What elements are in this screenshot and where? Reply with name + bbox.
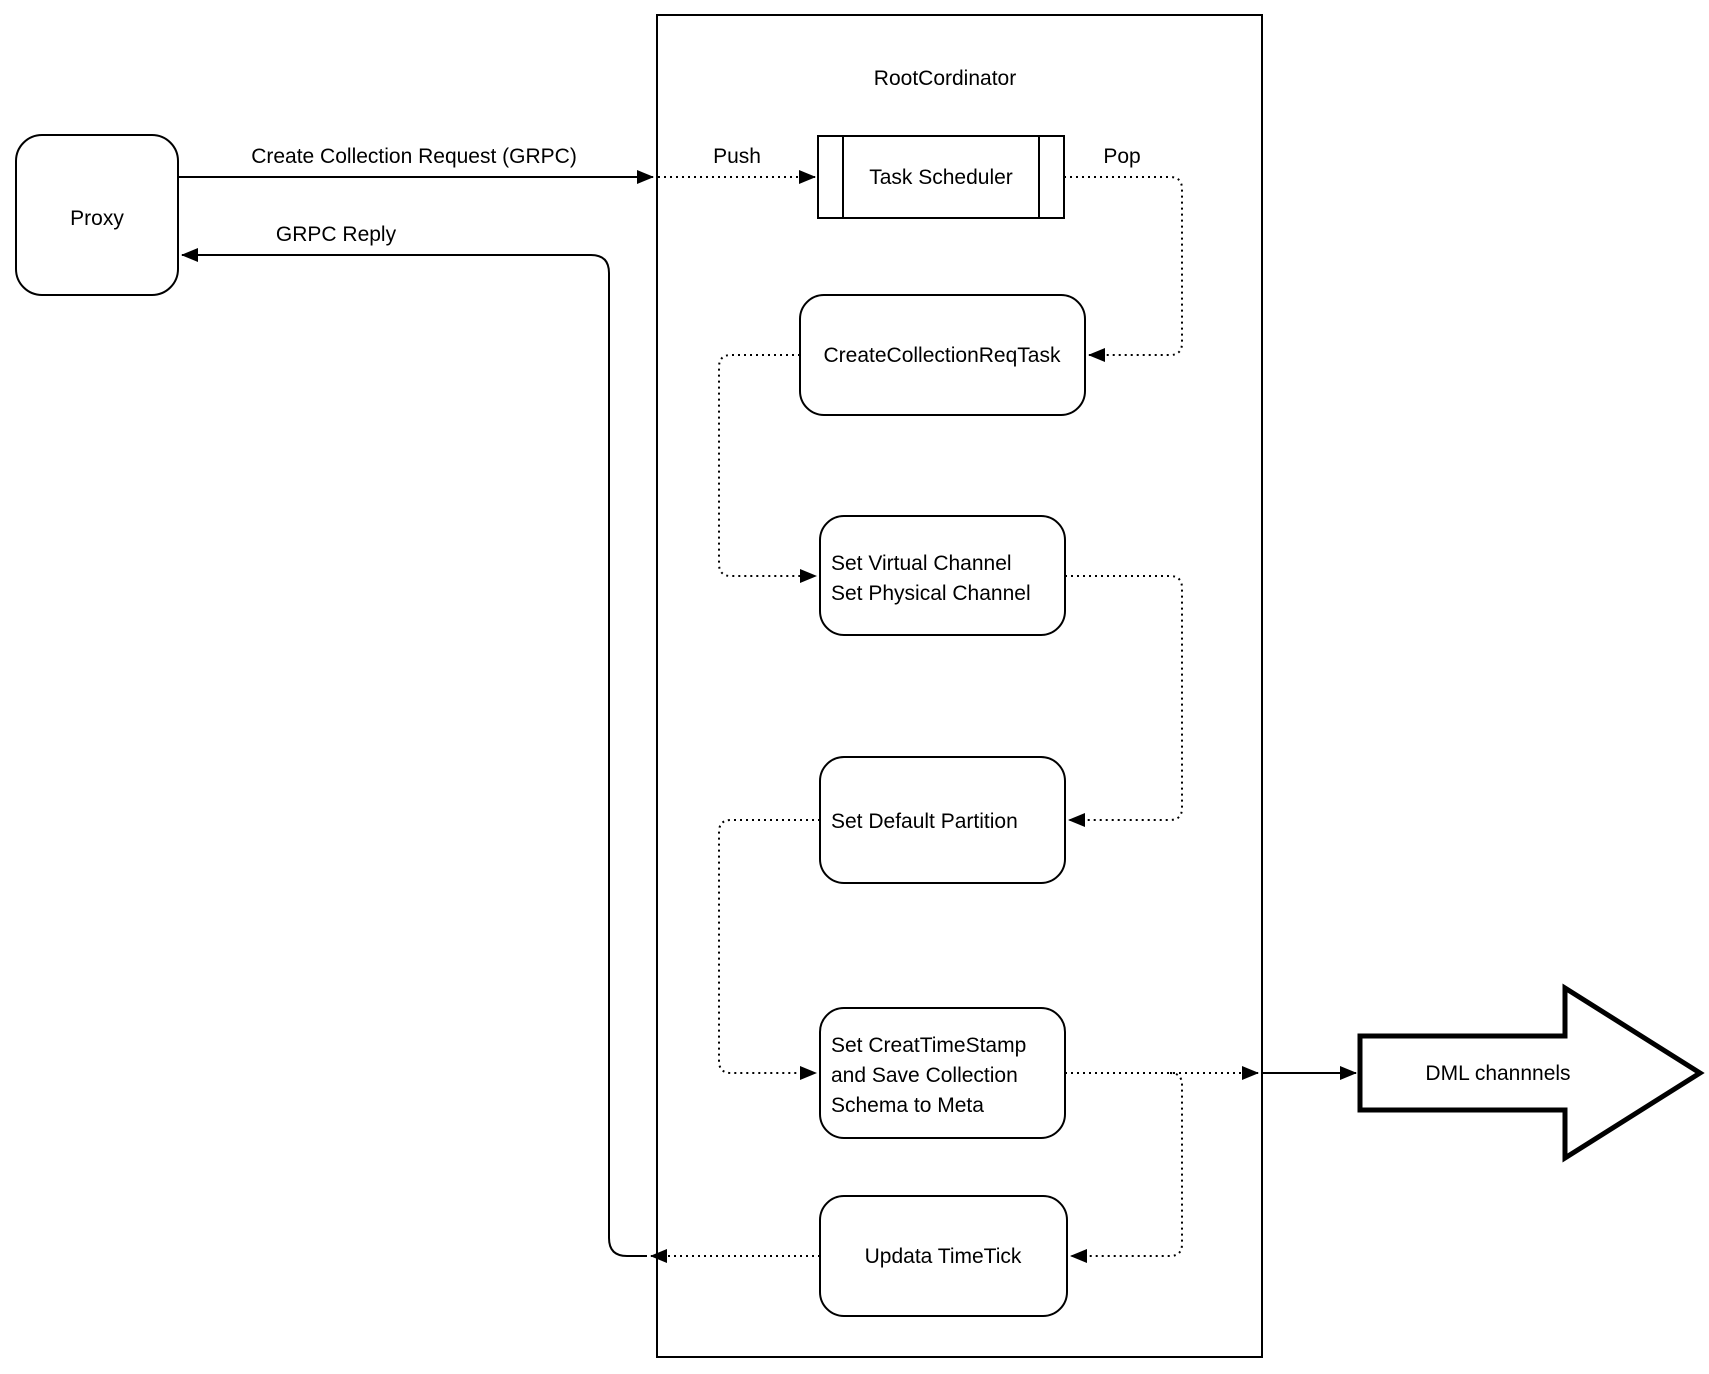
edge-reqtask-to-setchannel <box>718 354 817 583</box>
edge-defaultpartition-to-timestamp <box>718 819 820 1080</box>
rootcoordinator-container <box>656 14 1263 1358</box>
edge-grpc-reply <box>181 248 647 1257</box>
edge-push-label: Push <box>713 145 761 168</box>
node-proxy-label: Proxy <box>70 207 124 230</box>
node-set-default-partition-label: Set Default Partition <box>831 810 1018 833</box>
rootcoordinator-title: RootCordinator <box>874 67 1016 90</box>
dml-channels-label: DML channnels <box>1425 1062 1570 1085</box>
edge-timestamp-to-timetick <box>1070 1072 1183 1263</box>
node-set-creat-timestamp-line3: Schema to Meta <box>831 1094 984 1117</box>
node-set-creat-timestamp-line2: and Save Collection <box>831 1064 1018 1087</box>
node-set-channel-line1: Set Virtual Channel <box>831 552 1012 575</box>
edge-setchannel-to-defaultpartition <box>1065 575 1183 827</box>
node-updata-timetick-label: Updata TimeTick <box>865 1245 1022 1268</box>
edge-pop-label: Pop <box>1103 145 1140 168</box>
node-set-channel <box>819 515 1066 636</box>
dml-channels-arrow <box>1357 983 1705 1163</box>
node-set-creat-timestamp-line1: Set CreatTimeStamp <box>831 1034 1026 1057</box>
node-create-collection-req-task-label: CreateCollectionReqTask <box>824 344 1061 367</box>
edge-create-collection-request-label: Create Collection Request (GRPC) <box>251 145 577 168</box>
edge-grpc-reply-label: GRPC Reply <box>276 223 397 246</box>
node-task-scheduler-label: Task Scheduler <box>869 166 1013 189</box>
node-proxy <box>15 134 179 296</box>
node-task-scheduler <box>817 135 1065 219</box>
node-set-channel-line2: Set Physical Channel <box>831 582 1031 605</box>
